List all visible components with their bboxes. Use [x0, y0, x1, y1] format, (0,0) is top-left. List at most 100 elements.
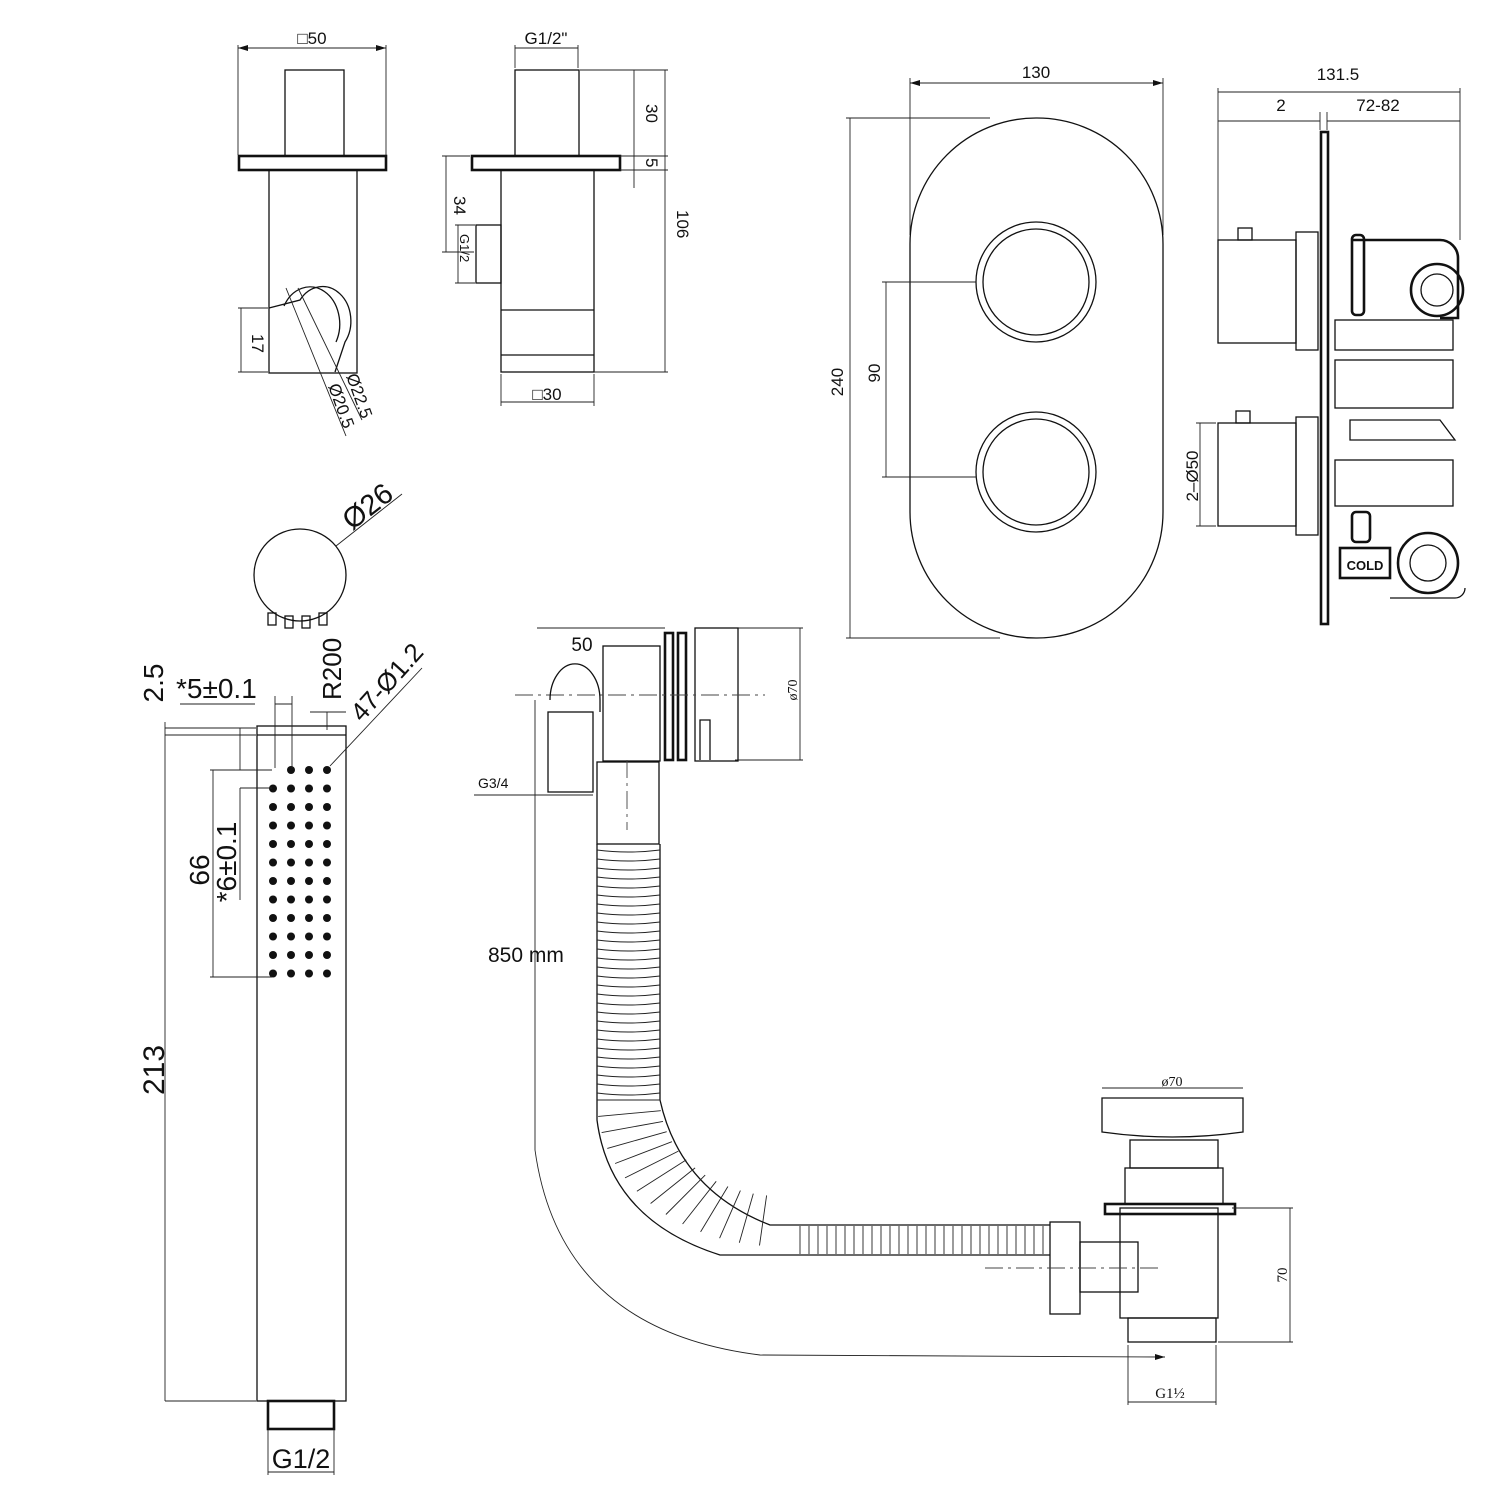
nozzle-dot: [323, 858, 331, 867]
valve-total-depth-label: 131.5: [1317, 65, 1360, 84]
outlet-thread-label: G1½: [1155, 1386, 1185, 1402]
nozzle-dot: [287, 766, 295, 774]
nozzle-dot: [305, 803, 313, 811]
valve-spacing-label: 90: [865, 364, 884, 383]
hose-rib: [719, 1190, 741, 1239]
hose-rib: [738, 1193, 754, 1243]
side-thread-top-label: G1/2": [525, 29, 568, 48]
hose-rib: [596, 984, 661, 988]
nozzle-dot: [287, 877, 295, 885]
hose-rib: [596, 894, 661, 898]
nozzle-dot: [269, 914, 277, 922]
nozzle-dot: [287, 969, 295, 978]
nozzle-dot: [323, 803, 331, 811]
hose-rib: [596, 1083, 661, 1087]
plug-dia-label: ø70: [1162, 1075, 1183, 1090]
hose-rib: [596, 885, 661, 889]
waste-dim-50-label: 50: [571, 635, 592, 656]
hose-rib: [650, 1167, 696, 1204]
bracket-width-label: □50: [297, 29, 326, 48]
hose-rib: [596, 921, 661, 925]
nozzle-dot: [305, 969, 313, 978]
nozzle-dot: [323, 895, 331, 904]
valve-knob-dia-label: 2–Ø50: [1183, 450, 1202, 501]
nozzle-dot: [323, 821, 331, 830]
nozzle-dot: [269, 969, 277, 978]
hose-rib: [759, 1195, 768, 1246]
side-thread-label: G1/2: [457, 234, 472, 262]
nozzle-dot: [269, 821, 277, 830]
hose-rib: [601, 1120, 664, 1134]
waste-height-label: 70: [1275, 1268, 1291, 1283]
shower-dim-6-label: *6±0.1: [211, 822, 242, 903]
hose-rib: [596, 1020, 661, 1024]
valve-plate-label: 2: [1276, 96, 1285, 115]
hose-rib: [596, 966, 661, 970]
overflow-dia-label: ø70: [786, 680, 801, 701]
nozzle-dot: [287, 932, 295, 941]
hand-shower-top-view: Ø26: [253, 478, 403, 629]
nozzle-dot: [305, 877, 313, 885]
hose-rib: [596, 1056, 661, 1060]
nozzle-dot: [305, 895, 313, 904]
hose-rib: [596, 1047, 661, 1051]
nozzle-dot: [323, 840, 331, 848]
hose-rib: [682, 1181, 717, 1225]
nozzle-dot: [305, 821, 313, 830]
nozzle-dot: [305, 766, 313, 774]
hose-rib: [596, 1074, 661, 1078]
valve-height-label: 240: [828, 368, 847, 396]
nozzle-dot: [269, 895, 277, 904]
hose-rib: [614, 1141, 673, 1164]
shower-dim-66-label: 66: [184, 854, 215, 885]
cold-label: COLD: [1347, 558, 1384, 573]
nozzle-dot: [269, 803, 277, 811]
nozzle-dot: [323, 951, 331, 959]
side-base-label: □30: [532, 385, 561, 404]
hose-rib: [596, 858, 661, 862]
shower-dim-2-5-label: 2.5: [138, 664, 169, 703]
hose-rib: [598, 1110, 661, 1117]
valve-side-view: 131.5 2 72-82 2–Ø50 COLD: [1183, 65, 1466, 626]
hand-shower-view: 2.5 213 *5±0.1 R200 47-Ø1.2 66 *6±0.1 G1…: [138, 637, 429, 1475]
inlet-thread-label: G3/4: [478, 775, 509, 791]
hose-rib: [596, 903, 661, 907]
hose-length-label: 850 mm: [488, 944, 564, 967]
nozzle-dot: [287, 914, 295, 922]
side-dim-106-label: 106: [673, 210, 692, 238]
nozzle-dot: [287, 821, 295, 830]
hose-rib: [596, 975, 661, 979]
nozzle-dot: [269, 932, 277, 941]
nozzle-dot: [269, 840, 277, 848]
nozzle-dot: [305, 840, 313, 848]
hose-rib: [596, 867, 661, 871]
hose-rib: [596, 993, 661, 997]
nozzle-dot: [269, 951, 277, 959]
nozzle-dot: [305, 932, 313, 941]
shower-dim-5-label: *5±0.1: [176, 673, 257, 704]
hose-rib: [596, 1065, 661, 1069]
nozzle-dot: [287, 858, 295, 867]
hose-rib: [596, 930, 661, 934]
nozzle-dot: [287, 840, 295, 848]
nozzle-dot: [323, 969, 331, 978]
valve-width-label: 130: [1022, 63, 1050, 82]
hose-rib: [596, 948, 661, 952]
nozzle-dot: [305, 784, 313, 793]
shower-holes-label: 47-Ø1.2: [344, 637, 429, 727]
hose-rib: [624, 1150, 679, 1179]
hose-rib: [596, 876, 661, 880]
top-dia-label: Ø26: [337, 478, 400, 537]
nozzle-grid: [269, 766, 331, 978]
hose-rib: [596, 1038, 661, 1042]
nozzle-dot: [323, 877, 331, 885]
shower-thread-label: G1/2: [272, 1444, 331, 1474]
side-dim-34-label: 34: [450, 196, 469, 215]
nozzle-dot: [323, 766, 331, 774]
nozzle-dot: [305, 858, 313, 867]
hose-rib: [596, 957, 661, 961]
hose-rib: [596, 1092, 661, 1096]
nozzle-dot: [287, 803, 295, 811]
bracket-height-label: 17: [248, 334, 267, 353]
nozzle-dot: [323, 914, 331, 922]
